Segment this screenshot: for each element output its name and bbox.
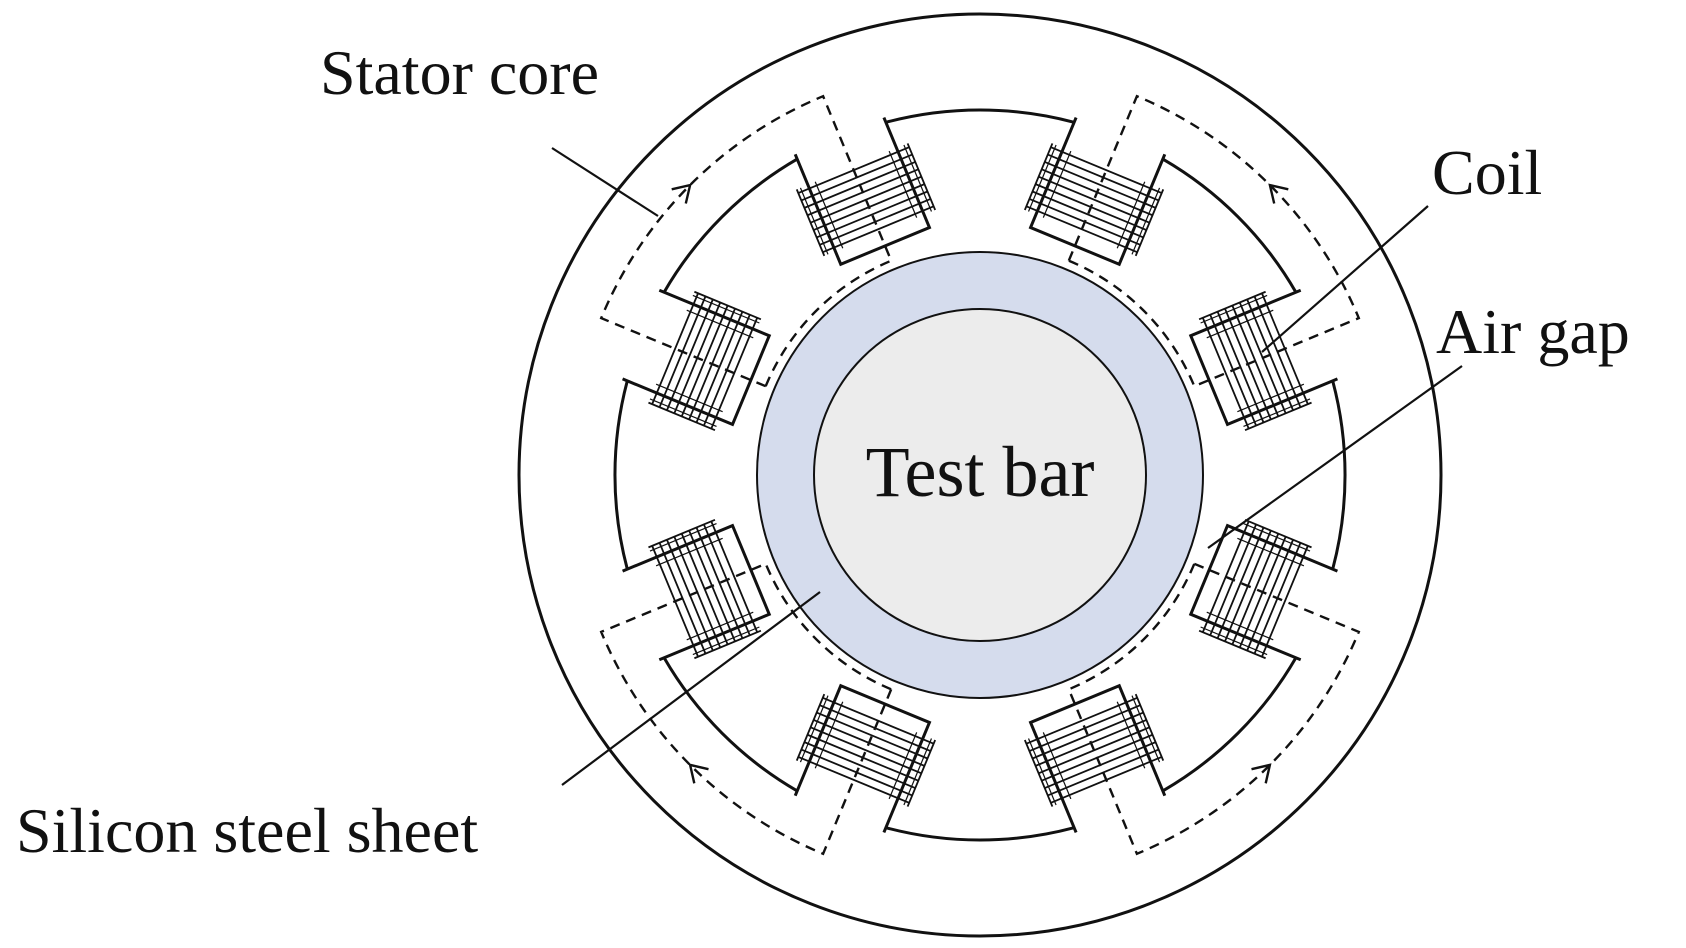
silicon-steel-sheet-leader xyxy=(561,591,821,786)
coil-winding xyxy=(689,302,757,331)
coil-winding xyxy=(1116,701,1146,769)
coil-edge xyxy=(648,401,716,432)
yoke-arc xyxy=(885,108,1075,124)
flux-arrow xyxy=(688,763,709,784)
coil-edge xyxy=(1244,518,1312,549)
coil-winding xyxy=(649,398,717,428)
coil-winding xyxy=(652,530,720,560)
flux-loop xyxy=(1067,94,1361,388)
coil-winding xyxy=(1027,738,1057,806)
coil-edge xyxy=(795,189,826,257)
yoke-arc xyxy=(1162,657,1298,793)
coil-winding xyxy=(1035,147,1065,215)
yoke-arc xyxy=(885,826,1075,842)
coil-label: Coil xyxy=(1432,137,1542,208)
coil-winding xyxy=(1042,150,1072,218)
coil-winding xyxy=(1200,626,1268,656)
silicon-steel-sheet-label: Silicon steel sheet xyxy=(16,795,478,866)
coil-winding xyxy=(1200,294,1268,324)
flux-arrow xyxy=(1251,763,1272,784)
coil-winding xyxy=(1206,611,1274,641)
flux-paths xyxy=(599,94,1361,856)
coil-winding xyxy=(1035,735,1065,803)
flux-loop xyxy=(1067,562,1361,856)
coil-winding xyxy=(1240,390,1308,420)
coil-winding xyxy=(888,150,918,218)
coil-edge xyxy=(648,518,716,549)
flux-loop xyxy=(599,562,893,856)
coil-winding xyxy=(895,147,925,215)
coil-winding xyxy=(1237,537,1305,567)
coil-winding xyxy=(1027,144,1057,212)
coil-winding xyxy=(652,390,720,420)
coil-winding xyxy=(686,611,754,641)
coil-winding xyxy=(895,735,925,803)
coil-winding xyxy=(888,732,918,800)
coil-winding xyxy=(799,695,829,763)
yoke-arc xyxy=(613,380,629,570)
coil-edge xyxy=(795,693,826,761)
coil-edge xyxy=(694,629,762,660)
stator-yoke-inner-contour xyxy=(613,108,1347,842)
flux-arrow xyxy=(671,183,692,204)
coil-winding xyxy=(1237,383,1305,413)
yoke-arc xyxy=(662,657,798,793)
yoke-arc xyxy=(662,157,798,293)
coil-winding xyxy=(1124,184,1153,252)
coil-winding xyxy=(692,626,760,656)
coil-edge xyxy=(1198,629,1266,660)
coil-edge xyxy=(906,739,937,807)
coil-winding xyxy=(689,619,757,648)
air-gap-leader xyxy=(1207,365,1463,549)
coil-winding xyxy=(686,309,754,339)
coil-edge xyxy=(1134,189,1165,257)
coil-winding xyxy=(1124,698,1153,766)
coil-edge xyxy=(694,290,762,321)
yoke-arc xyxy=(1162,157,1298,293)
flux-loop xyxy=(599,94,893,388)
coil-winding xyxy=(655,537,723,567)
coil-winding xyxy=(1116,181,1146,249)
coil-winding xyxy=(903,144,933,212)
coil-winding xyxy=(1131,187,1161,255)
coil-winding xyxy=(692,294,760,324)
coil xyxy=(648,518,762,660)
coil-winding xyxy=(1203,619,1271,648)
stator-outer-boundary xyxy=(517,12,1443,938)
coil-edge xyxy=(1023,739,1054,807)
coil-edge xyxy=(1244,401,1312,432)
coil-winding xyxy=(1240,530,1308,560)
coil-winding xyxy=(814,701,844,769)
coil-winding xyxy=(814,181,844,249)
coil xyxy=(1023,143,1165,257)
coil-edge xyxy=(906,143,937,211)
coil-winding xyxy=(649,522,717,552)
flux-arrow xyxy=(1268,183,1289,204)
yoke-arc xyxy=(1331,380,1347,570)
test-bar-label: Test bar xyxy=(866,432,1095,512)
coil-winding xyxy=(903,738,933,806)
coil-edge xyxy=(1134,693,1165,761)
stator-core-label: Stator core xyxy=(320,37,599,108)
coil-winding xyxy=(807,698,836,766)
test-bar xyxy=(813,308,1147,642)
coil-leader xyxy=(1261,205,1429,353)
coil-winding xyxy=(1243,522,1311,552)
coil-edge xyxy=(1198,290,1266,321)
coil-winding xyxy=(1243,398,1311,428)
stator-core-leader xyxy=(551,147,659,217)
coil-edge xyxy=(1023,143,1054,211)
coil-winding xyxy=(1206,309,1274,339)
coil-winding xyxy=(799,187,829,255)
air-gap-label: Air gap xyxy=(1436,296,1630,367)
coil-winding xyxy=(1203,302,1271,331)
coil-winding xyxy=(1042,732,1072,800)
coil-winding xyxy=(1131,695,1161,763)
coil-winding xyxy=(807,184,836,252)
coil-winding xyxy=(655,383,723,413)
